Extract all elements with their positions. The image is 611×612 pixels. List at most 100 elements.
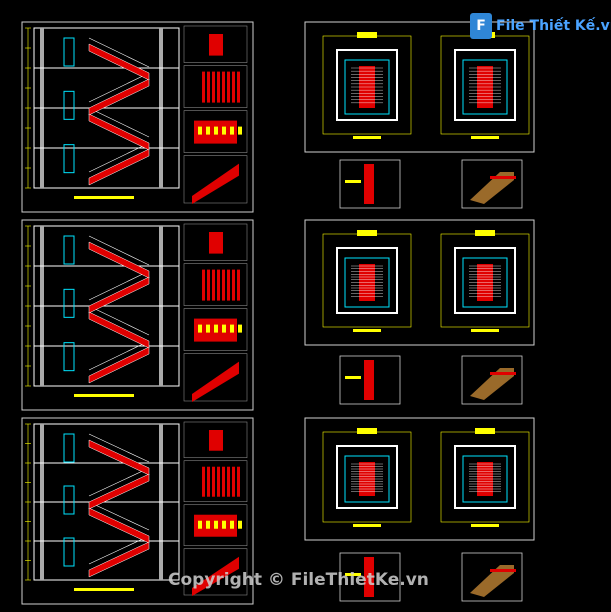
bolt bbox=[206, 520, 210, 529]
window bbox=[63, 485, 75, 515]
baluster bbox=[222, 71, 225, 103]
detail-red bbox=[364, 557, 374, 597]
bolt bbox=[198, 520, 202, 529]
detail-stair bbox=[192, 556, 239, 596]
plan-wall bbox=[336, 247, 398, 314]
sheet-frame bbox=[304, 417, 535, 541]
detail-panel bbox=[183, 308, 248, 351]
baluster bbox=[217, 71, 220, 103]
window bbox=[63, 144, 75, 174]
plan-stair-outline bbox=[344, 455, 390, 503]
stair-plan-sheet-2 bbox=[304, 219, 535, 346]
detail-pair-3 bbox=[339, 552, 523, 602]
detail-stair bbox=[192, 163, 239, 204]
bolt bbox=[198, 126, 202, 135]
detail-red bbox=[364, 164, 374, 204]
detail-box bbox=[461, 355, 523, 405]
plan-title-bar bbox=[471, 136, 499, 139]
window bbox=[63, 37, 75, 67]
detail-panel bbox=[183, 155, 248, 204]
sheet-frame bbox=[21, 21, 254, 213]
plan-wall bbox=[454, 49, 516, 121]
plan-label bbox=[357, 428, 377, 434]
bolt bbox=[214, 520, 218, 529]
sheet-frame bbox=[304, 21, 535, 153]
plan-title-bar bbox=[471, 329, 499, 332]
sheet-frame bbox=[21, 219, 254, 411]
bolt bbox=[222, 520, 226, 529]
detail-stair-wedge bbox=[470, 368, 514, 400]
stair-flight bbox=[88, 148, 150, 186]
detail-label bbox=[345, 180, 361, 183]
bolt bbox=[222, 126, 226, 135]
plan-label bbox=[475, 428, 495, 434]
plan-label bbox=[357, 230, 377, 236]
baluster bbox=[227, 71, 230, 103]
stair-flight bbox=[88, 113, 150, 151]
detail-panel bbox=[183, 421, 248, 459]
plan-wall bbox=[336, 445, 398, 509]
copyright-watermark: Copyright © FileThietKe.vn bbox=[168, 570, 429, 590]
detail-red bbox=[490, 176, 516, 179]
baluster bbox=[232, 269, 235, 301]
window bbox=[63, 235, 75, 265]
plan-title-bar bbox=[353, 524, 381, 527]
baluster bbox=[232, 466, 235, 497]
baluster bbox=[202, 71, 205, 103]
plan-wall bbox=[336, 49, 398, 121]
window bbox=[63, 433, 75, 463]
bolt bbox=[198, 324, 202, 333]
detail-panel bbox=[183, 504, 248, 547]
detail-panel bbox=[183, 548, 248, 596]
baluster bbox=[227, 269, 230, 301]
stair-section-sheet-3 bbox=[21, 417, 254, 605]
stair-section-sheet-2 bbox=[21, 219, 254, 411]
baluster bbox=[202, 269, 205, 301]
baluster bbox=[212, 466, 215, 497]
detail-label bbox=[345, 376, 361, 379]
stair-flight bbox=[88, 241, 150, 279]
bolt bbox=[230, 324, 234, 333]
detail-panel bbox=[183, 263, 248, 306]
plan-title-bar bbox=[353, 136, 381, 139]
detail-pair-2 bbox=[339, 355, 523, 405]
stair-flight bbox=[88, 346, 150, 384]
plan-stair-outline bbox=[462, 59, 508, 115]
detail-red bbox=[209, 34, 223, 56]
detail-panel bbox=[183, 353, 248, 402]
plan-label bbox=[357, 32, 377, 38]
baluster bbox=[217, 269, 220, 301]
bolt bbox=[238, 520, 242, 529]
plan-label bbox=[475, 230, 495, 236]
detail-panel bbox=[183, 25, 248, 63]
bolt bbox=[238, 126, 242, 135]
bolt bbox=[214, 126, 218, 135]
plan-stair-outline bbox=[344, 257, 390, 308]
detail-panel bbox=[183, 460, 248, 503]
detail-box bbox=[461, 552, 523, 602]
detail-stair-wedge bbox=[470, 565, 514, 597]
stair-flight bbox=[88, 311, 150, 349]
stair-flight bbox=[88, 541, 150, 578]
detail-box bbox=[339, 355, 401, 405]
detail-box bbox=[339, 552, 401, 602]
plan-title-bar bbox=[353, 329, 381, 332]
baluster bbox=[207, 466, 210, 497]
bolt bbox=[206, 126, 210, 135]
detail-red bbox=[209, 430, 223, 451]
detail-red bbox=[490, 372, 516, 375]
baluster bbox=[237, 466, 240, 497]
stair-flight bbox=[88, 43, 150, 81]
detail-stair bbox=[192, 361, 239, 402]
bolt bbox=[222, 324, 226, 333]
sheet-frame bbox=[304, 219, 535, 346]
stair-flight bbox=[88, 507, 150, 544]
baluster bbox=[217, 466, 220, 497]
detail-red bbox=[364, 360, 374, 400]
plan-stair-outline bbox=[462, 455, 508, 503]
baluster bbox=[212, 269, 215, 301]
window bbox=[63, 288, 75, 318]
stair-plan-sheet-3 bbox=[304, 417, 535, 541]
detail-panel bbox=[183, 110, 248, 153]
